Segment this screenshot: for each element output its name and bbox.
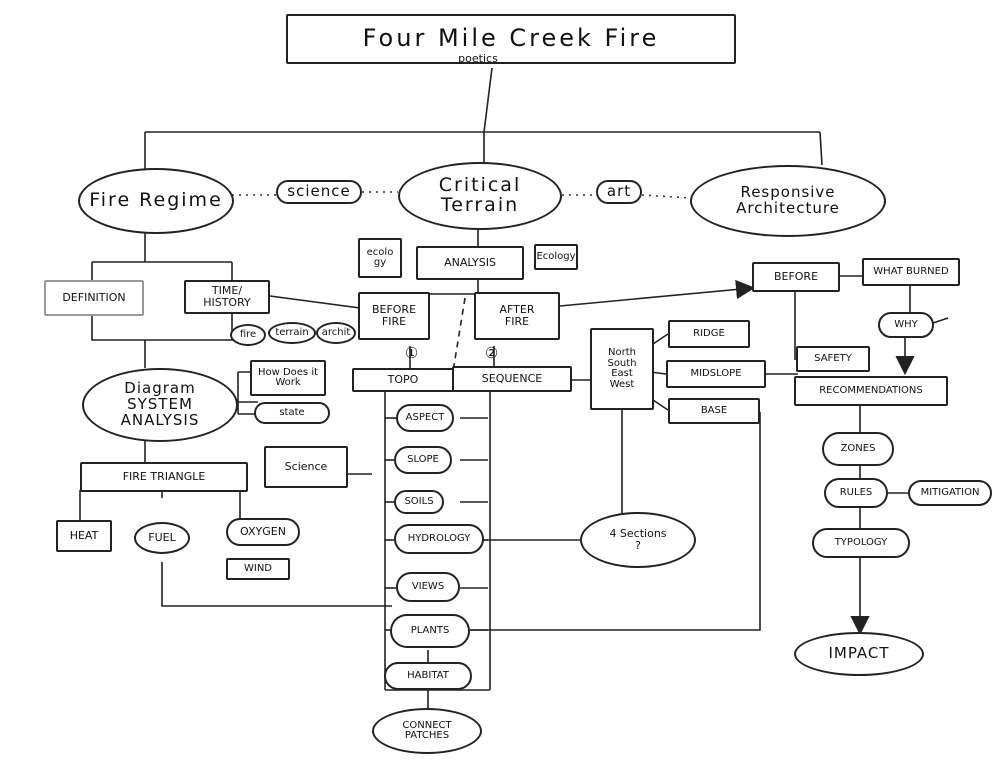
state-box: state (254, 402, 330, 424)
oxygen-box: OXYGEN (226, 518, 300, 546)
why-node: WHY (878, 312, 934, 338)
heat-box: HEAT (56, 520, 112, 552)
midslope-box: MIDSLOPE (666, 360, 766, 388)
definition-box: DEFINITION (44, 280, 144, 316)
archit-tag: archit (316, 322, 356, 344)
fire-regime-node: Fire Regime (78, 168, 234, 234)
directions-box: North South East West (590, 328, 654, 410)
after-fire-box: AFTER FIRE (474, 292, 560, 340)
views-node: VIEWS (396, 572, 460, 602)
analysis-box: ANALYSIS (416, 246, 524, 280)
science-box: Science (264, 446, 348, 488)
rules-node: RULES (824, 478, 888, 508)
before-box: BEFORE (752, 262, 840, 292)
fuel-node: FUEL (134, 522, 190, 554)
terrain-tag: terrain (268, 322, 316, 344)
hydrology-node: HYDROLOGY (394, 524, 484, 554)
impact-node: IMPACT (794, 632, 924, 676)
title-box: Four Mile Creek Fire (286, 14, 736, 64)
slope-node: SLOPE (394, 446, 452, 474)
what-burned-box: WHAT BURNED (862, 258, 960, 286)
time-history-box: TIME/ HISTORY (184, 280, 270, 314)
subtitle: poetics (458, 52, 498, 66)
soils-node: SOILS (394, 490, 444, 514)
base-box: BASE (668, 398, 760, 424)
recommendations-box: RECOMMENDATIONS (794, 376, 948, 406)
ridge-box: RIDGE (668, 320, 750, 348)
ecology-right-box: Ecology (534, 244, 578, 270)
sequence-box: SEQUENCE (452, 366, 572, 392)
fire-triangle-box: FIRE TRIANGLE (80, 462, 248, 492)
before-fire-box: BEFORE FIRE (358, 292, 430, 340)
mitigation-node: MITIGATION (908, 480, 992, 506)
plants-node: PLANTS (390, 614, 470, 648)
fire-tag: fire (230, 324, 266, 346)
science-label: science (276, 180, 362, 204)
art-label: art (596, 180, 642, 204)
topo-box: TOPO (352, 368, 454, 392)
typology-node: TYPOLOGY (812, 528, 910, 558)
step-one-label: ① (404, 344, 420, 363)
responsive-architecture-node: Responsive Architecture (690, 165, 886, 237)
zones-node: ZONES (822, 432, 894, 466)
how-does-it-work-box: How Does it Work (250, 360, 326, 396)
wind-box: WIND (226, 558, 290, 580)
critical-terrain-node: Critical Terrain (398, 162, 562, 230)
system-analysis-node: Diagram SYSTEM ANALYSIS (82, 368, 238, 442)
habitat-node: HABITAT (384, 662, 472, 690)
step-two-label: ② (484, 344, 500, 363)
safety-box: SAFETY (796, 346, 870, 372)
four-sections-node: 4 Sections ? (580, 512, 696, 568)
ecology-left-box: ecolo gy (358, 238, 402, 278)
connect-patches-node: CONNECT PATCHES (372, 708, 482, 754)
aspect-node: ASPECT (396, 404, 454, 432)
